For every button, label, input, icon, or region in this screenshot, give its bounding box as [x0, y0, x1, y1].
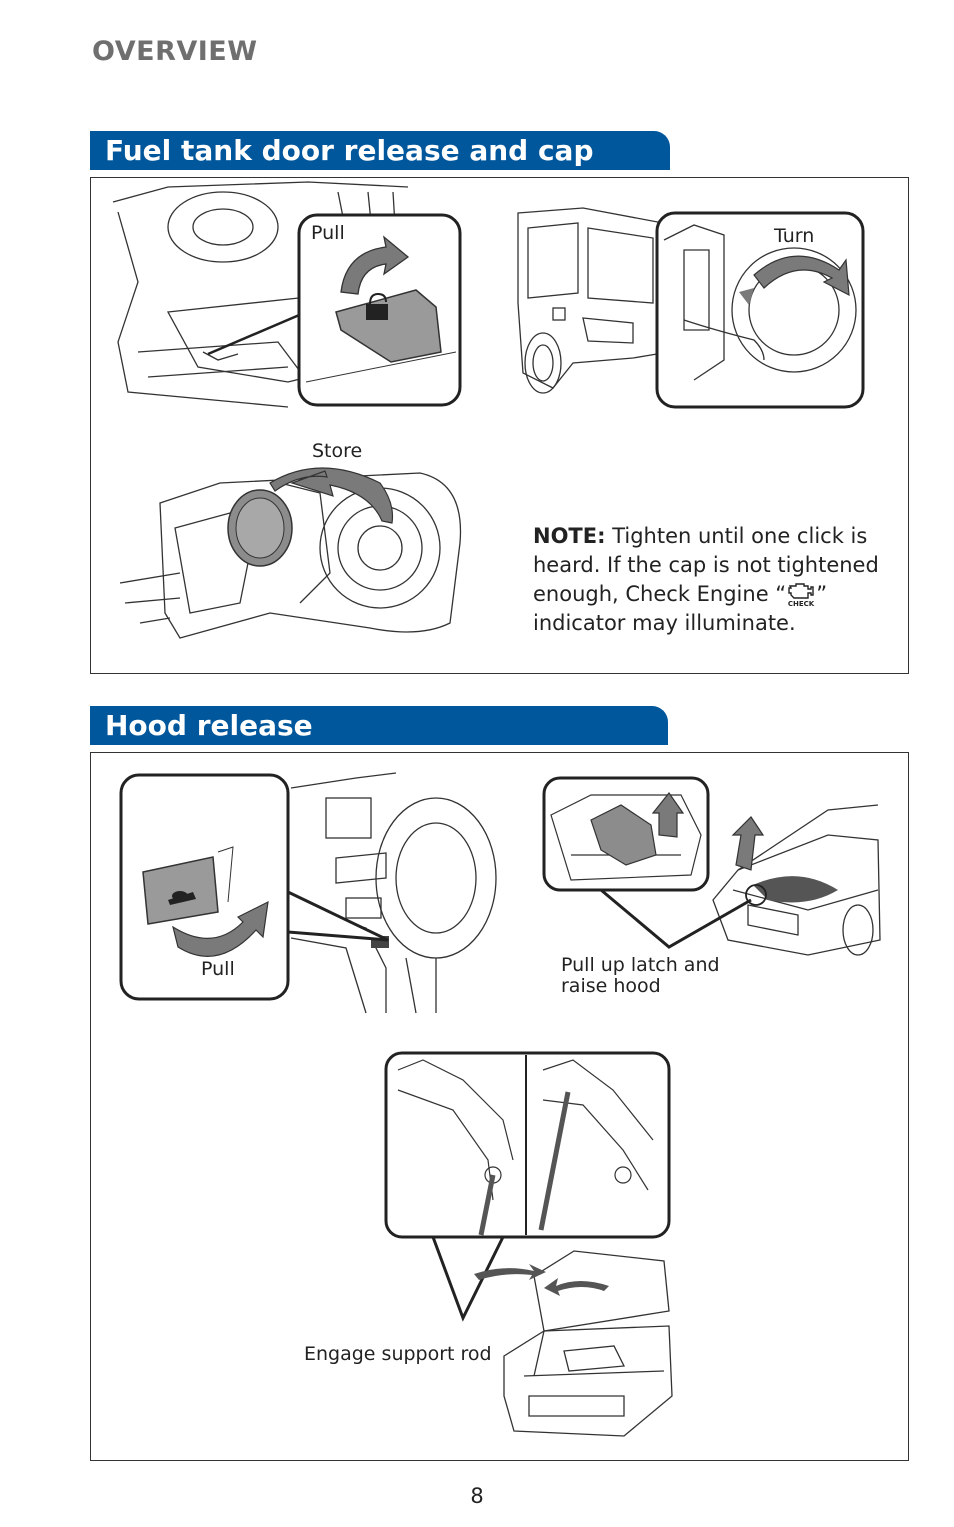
note-text-before: Tighten until one click is heard. If the… — [533, 524, 879, 606]
fuel-cap-note: NOTE: Tighten until one click is heard. … — [533, 522, 903, 638]
fuel-turn-label: Turn — [772, 225, 817, 247]
hood-latch-callout — [542, 776, 765, 949]
vehicle-rear-illustration — [517, 207, 664, 394]
vehicle-front-illustration — [712, 804, 881, 956]
support-rod-callout — [384, 1051, 671, 1322]
check-engine-caption: CHECK — [788, 600, 815, 608]
fuel-pull-label: Pull — [311, 222, 345, 244]
check-engine-icon: CHECK — [788, 583, 815, 608]
note-text-after: ” indicator may illuminate. — [533, 582, 828, 635]
open-hood-illustration — [474, 1250, 673, 1437]
hood-latch-label-line1: Pull up latch and — [561, 954, 720, 976]
overview-heading: OVERVIEW — [92, 36, 258, 67]
fuel-turn-callout — [655, 211, 865, 409]
hood-pull-label: Pull — [201, 958, 235, 980]
support-rod-label: Engage support rod — [304, 1343, 492, 1365]
fuel-pull-callout — [297, 213, 462, 407]
hood-section-title: Hood release — [90, 706, 668, 745]
page-number: 8 — [470, 1484, 484, 1508]
note-prefix: NOTE: — [533, 524, 606, 548]
hood-latch-label-line2: raise hood — [561, 975, 661, 997]
hood-pull-callout — [119, 773, 389, 1001]
fuel-cap-store-illustration — [119, 467, 462, 639]
fuel-section-title: Fuel tank door release and cap — [90, 131, 670, 170]
fuel-store-label: Store — [312, 440, 363, 462]
